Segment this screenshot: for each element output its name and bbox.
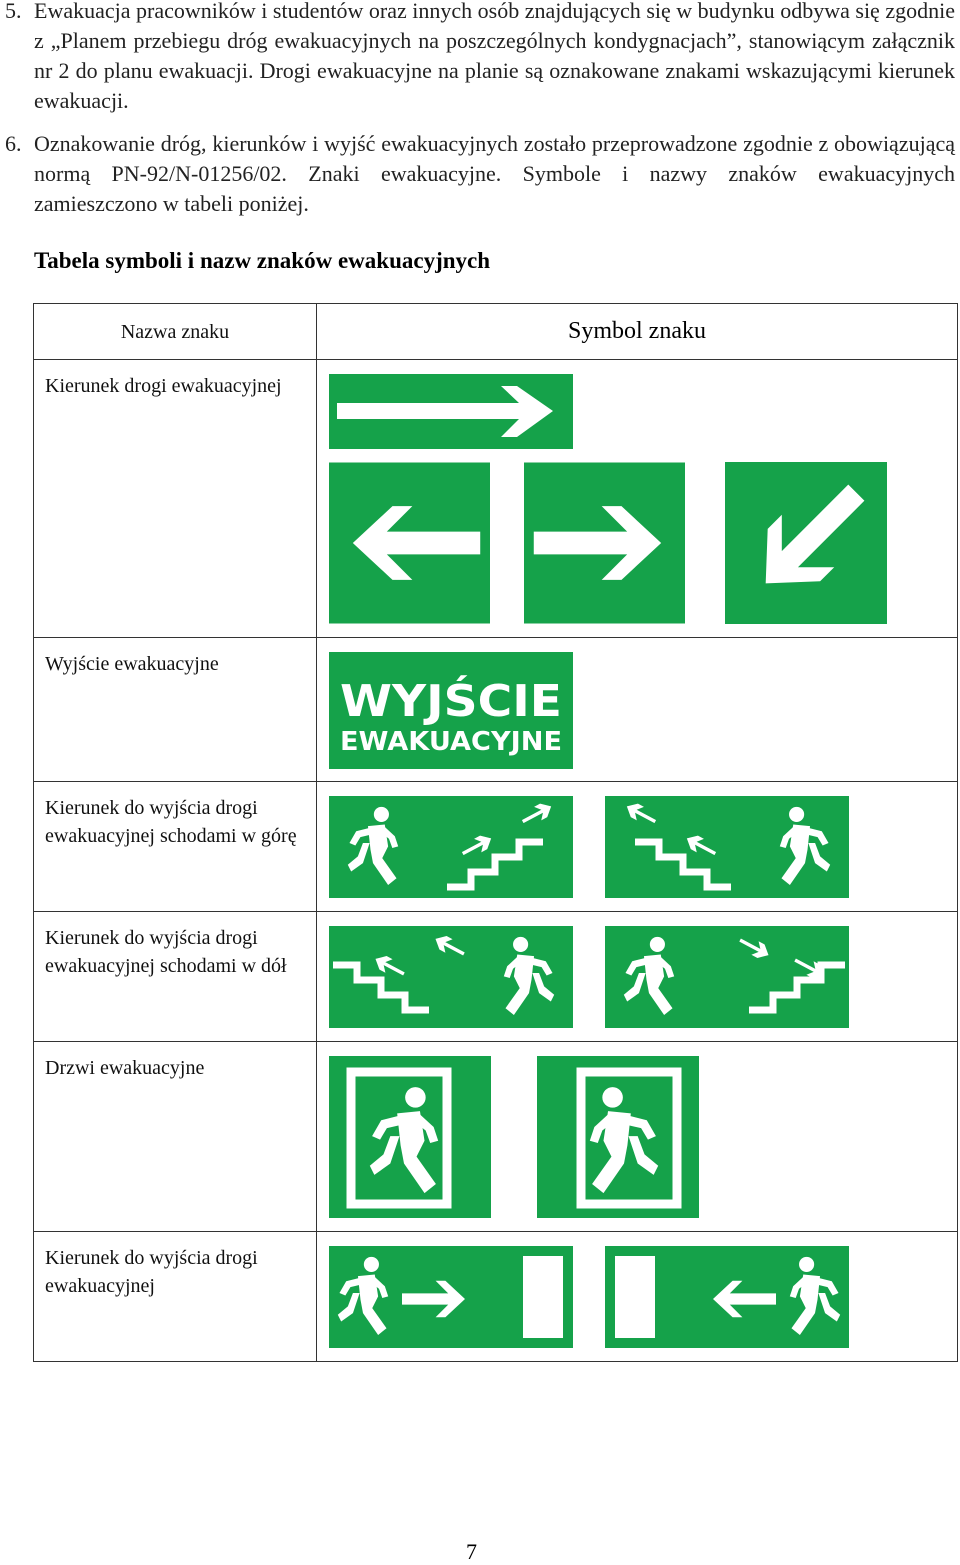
stairs-down-left-sign [329,926,573,1028]
arrow-left-sign [329,462,490,624]
arrow-right-long-sign [329,374,573,449]
exit-sign-text-line2: EWAKUACYJNE [340,727,562,757]
paragraph-6: 6. Oznakowanie dróg, kierunków i wyjść e… [0,129,955,219]
sign-name: Kierunek do wyjścia drogi ewakuacyjnej s… [33,911,317,1042]
stairs-up-left-sign [605,796,849,898]
table-row: Kierunek do wyjścia drogi ewakuacyjnej s… [33,911,958,1042]
stairs-down-right-sign [605,926,849,1028]
arrow-right-sign [524,462,685,624]
paragraph-number: 5. [5,0,22,23]
sign-name: Kierunek drogi ewakuacyjnej [33,359,317,638]
stairs-up-right-sign [329,796,573,898]
sign-symbols [316,781,958,912]
sign-name: Kierunek do wyjścia drogi ewakuacyjnej [33,1231,317,1362]
table-row: Wyjście ewakuacyjne WYJŚCIE EWAKUACYJNE [33,637,958,782]
table-caption: Tabela symboli i nazw znaków ewakuacyjny… [34,248,491,273]
paragraph-text: Oznakowanie dróg, kierunków i wyjść ewak… [34,131,955,216]
exit-door-right-sign [329,1056,491,1218]
exit-door-left-sign [537,1056,699,1218]
sign-symbols [316,911,958,1042]
table-row: Kierunek do wyjścia drogi ewakuacyjnej s… [33,781,958,912]
page-number: 7 [466,1539,477,1564]
table-row: Kierunek do wyjścia drogi ewakuacyjnej [33,1231,958,1362]
evacuation-signs-table: Nazwa znaku Symbol znaku Kierunek drogi … [33,303,958,1362]
paragraph-text: Ewakuacja pracowników i studentów oraz i… [34,0,955,113]
sign-symbols [316,359,958,638]
sign-name: Kierunek do wyjścia drogi ewakuacyjnej s… [33,781,317,912]
paragraph-5: 5. Ewakuacja pracowników i studentów ora… [0,0,955,116]
paragraph-number: 6. [5,131,22,156]
table-header-row: Nazwa znaku Symbol znaku [33,303,958,360]
arrow-down-left-sign [725,462,887,624]
table-row: Drzwi ewakuacyjne [33,1041,958,1232]
sign-symbols: WYJŚCIE EWAKUACYJNE [316,637,958,782]
exit-text-sign: WYJŚCIE EWAKUACYJNE [329,652,573,769]
header-symbol: Symbol znaku [316,303,958,360]
sign-symbols [316,1231,958,1362]
sign-name: Wyjście ewakuacyjne [33,637,317,782]
table-row: Kierunek drogi ewakuacyjnej [33,359,958,638]
door-arrow-left-running-man-sign [605,1246,849,1348]
sign-symbols [316,1041,958,1232]
running-man-to-door-right-sign [329,1246,573,1348]
exit-sign-text-line1: WYJŚCIE [340,674,562,727]
sign-name: Drzwi ewakuacyjne [33,1041,317,1232]
header-name: Nazwa znaku [33,303,317,360]
